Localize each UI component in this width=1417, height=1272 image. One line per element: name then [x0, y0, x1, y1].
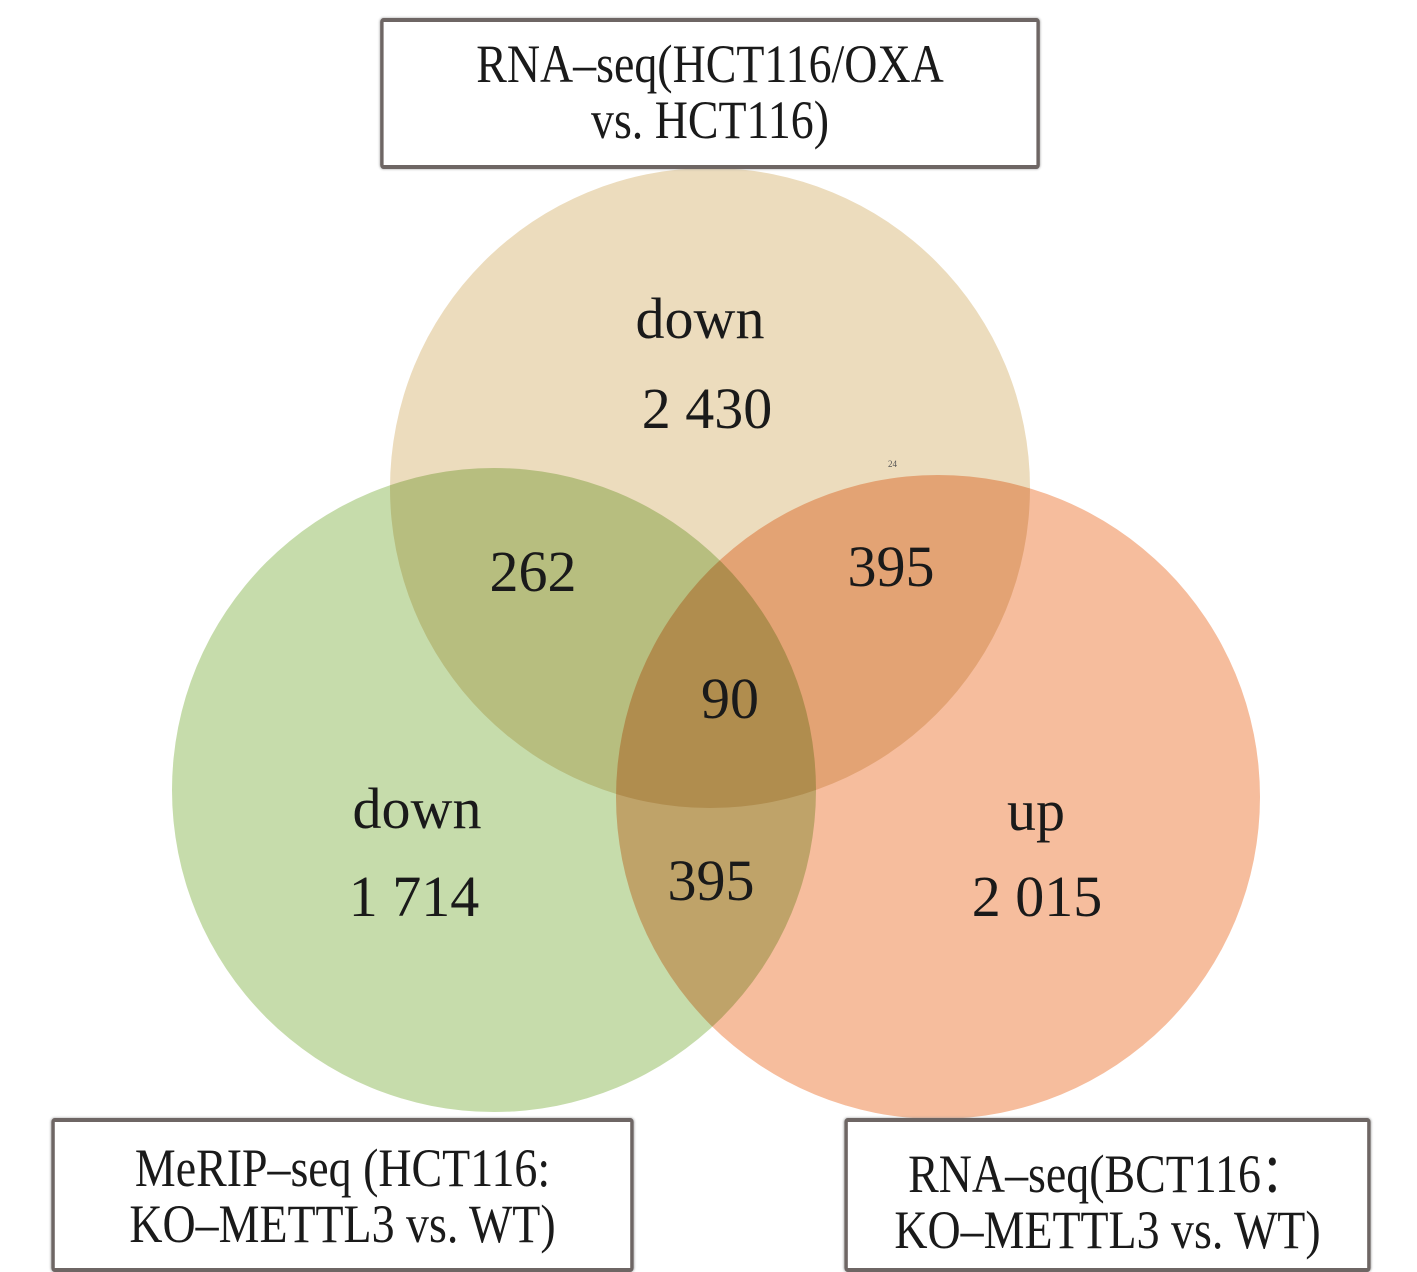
- title-box-top: RNA–seq(HCT116/OXA vs. HCT116): [380, 18, 1040, 169]
- title-top-line1: RNA–seq(HCT116/OXA: [476, 34, 944, 94]
- title-left-line2: KO–METTL3 vs. WT): [129, 1194, 556, 1254]
- top-count: 2 430: [641, 376, 773, 441]
- right-count: 2 015: [971, 864, 1103, 929]
- title-right-line1: RNA–seq(BCT116：: [908, 1144, 1307, 1204]
- title-box-left: MeRIP–seq (HCT116: KO–METTL3 vs. WT): [51, 1118, 634, 1272]
- right-direction: up: [1007, 778, 1065, 843]
- top-direction: down: [635, 286, 765, 351]
- intersection-all: 90: [701, 666, 759, 731]
- intersection-left-right: 395: [667, 848, 755, 913]
- circle-left: [172, 468, 816, 1112]
- title-box-right: RNA–seq(BCT116： KO–METTL3 vs. WT): [844, 1118, 1371, 1272]
- title-top-line2: vs. HCT116): [591, 90, 829, 150]
- title-right-line2: KO–METTL3 vs. WT): [894, 1200, 1321, 1260]
- left-count: 1 714: [348, 864, 480, 929]
- intersection-top-left: 262: [489, 539, 577, 604]
- title-left-line1: MeRIP–seq (HCT116:: [134, 1138, 551, 1198]
- artifact-label: 24: [888, 459, 897, 469]
- intersection-top-right: 395: [847, 534, 935, 599]
- circle-right: [616, 475, 1260, 1119]
- left-direction: down: [352, 776, 482, 841]
